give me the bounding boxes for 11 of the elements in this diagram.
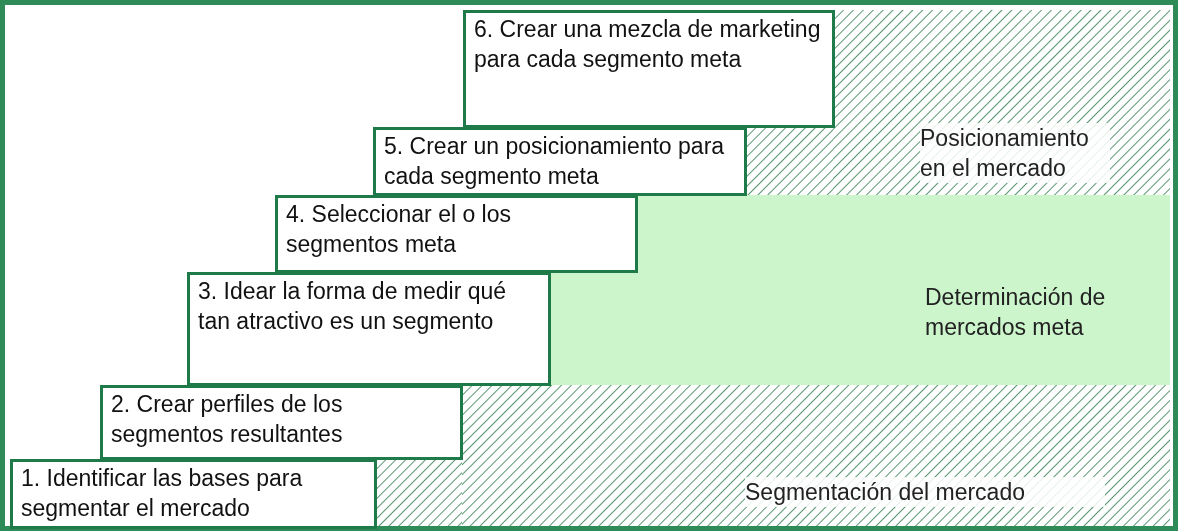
hatched-band [462, 385, 1170, 526]
step-box: 1. Identificar las bases para segmentar el mercado [10, 459, 377, 529]
step-box: 6. Crear una mezcla de marketing para cada segmento meta [463, 10, 835, 128]
band-label: Posicionamiento en el mercado [920, 123, 1110, 183]
hatched-band [833, 10, 1170, 195]
step-box: 4. Seleccionar el o los segmentos meta [275, 195, 638, 273]
band-label: Segmentación del mercado [745, 477, 1105, 507]
step-box: 2. Crear perfiles de los segmentos resultantes [100, 385, 463, 460]
step-box: 3. Idear la forma de medir qué tan atractivo es un segmento [187, 272, 551, 386]
step-box: 5. Crear un posicionamiento para cada segmento meta [373, 127, 747, 196]
band-label: Determinación de mercados meta [925, 283, 1107, 342]
